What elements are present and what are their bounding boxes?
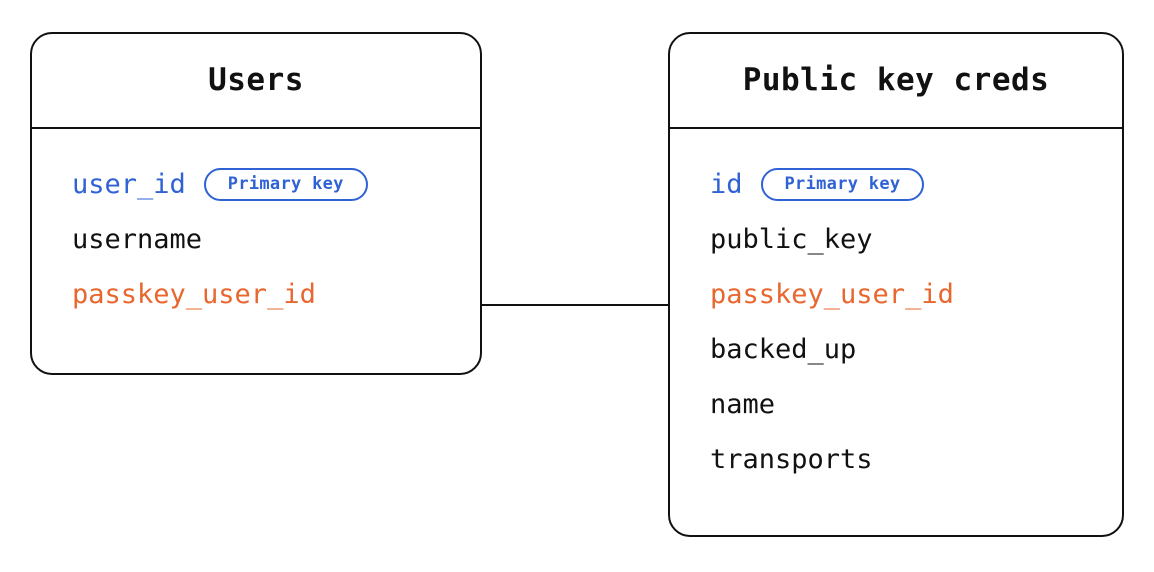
field-name-user-id: user_id: [72, 169, 186, 200]
field-name-passkey-user-id: passkey_user_id: [710, 279, 954, 310]
field-row[interactable]: username: [72, 212, 480, 267]
field-name-id: id: [710, 169, 743, 200]
field-name-passkey-user-id: passkey_user_id: [72, 279, 316, 310]
entity-users-title: Users: [208, 62, 304, 98]
field-row[interactable]: public_key: [710, 212, 1122, 267]
field-row[interactable]: id Primary key: [710, 157, 1122, 212]
field-row[interactable]: name: [710, 377, 1122, 432]
relationship-connector-users-to-public-key-creds: [481, 304, 669, 306]
entity-public-key-creds-field-list: id Primary key public_key passkey_user_i…: [670, 129, 1122, 535]
entity-public-key-creds-header: Public key creds: [670, 34, 1122, 129]
field-name-backed-up: backed_up: [710, 334, 857, 365]
entity-public-key-creds-title: Public key creds: [742, 62, 1050, 98]
primary-key-badge: Primary key: [203, 168, 368, 201]
field-name-name: name: [710, 389, 776, 420]
primary-key-badge: Primary key: [760, 168, 925, 201]
entity-users-field-list: user_id Primary key username passkey_use…: [32, 129, 480, 373]
field-row[interactable]: passkey_user_id: [72, 267, 480, 322]
field-row[interactable]: backed_up: [710, 322, 1122, 377]
field-row[interactable]: passkey_user_id: [710, 267, 1122, 322]
entity-public-key-creds[interactable]: Public key creds id Primary key public_k…: [668, 32, 1124, 537]
field-name-public-key: public_key: [710, 224, 873, 255]
field-row[interactable]: user_id Primary key: [72, 157, 480, 212]
field-row[interactable]: transports: [710, 432, 1122, 487]
field-name-transports: transports: [710, 444, 873, 475]
field-name-username: username: [72, 224, 203, 255]
entity-users-header: Users: [32, 34, 480, 129]
entity-users[interactable]: Users user_id Primary key username passk…: [30, 32, 482, 375]
